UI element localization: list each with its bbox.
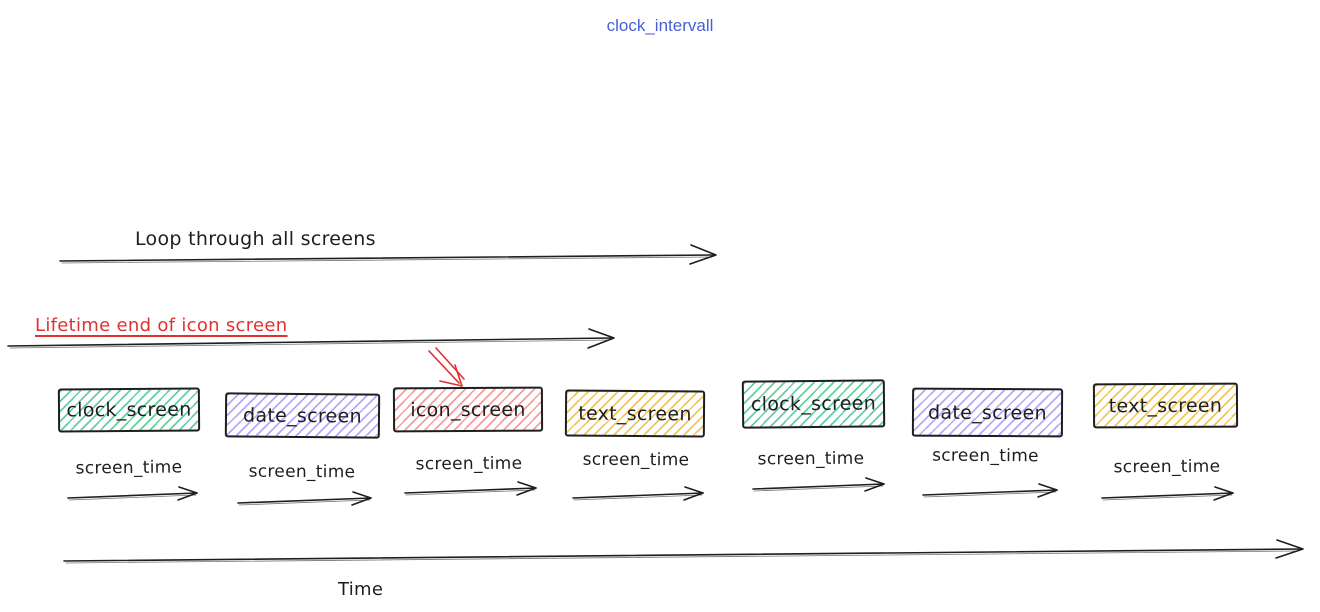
screen-box-label: icon_screen [410,398,526,421]
screen-time-arrow[interactable] [922,483,1058,498]
diagram-title: clock_intervall [606,16,714,35]
screen-time-arrow[interactable] [752,477,885,492]
screen-time-arrow[interactable] [1101,486,1234,501]
screen-box-clock-screen-2[interactable]: clock_screen [741,379,886,429]
screen-box-label: date_screen [928,401,1047,424]
screen-box-text-screen-2[interactable]: text_screen [1092,382,1239,429]
screen-time-arrow[interactable] [67,486,198,501]
screen-box-clock-screen-1[interactable]: clock_screen [57,387,201,433]
loop-arrow-label: Loop through all screens [135,228,376,250]
icon-screen-pointer-arrow[interactable] [428,347,465,387]
screen-box-label: clock_screen [66,398,192,422]
lifetime-end-arrow[interactable] [7,328,615,349]
lifetime-arrow-label: Lifetime end of icon screen [35,315,288,336]
screen-box-date-screen-2[interactable]: date_screen [911,387,1064,438]
screen-time-label: screen_time [415,453,523,475]
screen-time-label: screen_time [932,445,1039,467]
screen-time-arrow[interactable] [572,486,704,501]
screen-box-label: clock_screen [750,392,877,416]
screen-box-text-screen-1[interactable]: text_screen [564,389,706,438]
screen-time-label: screen_time [757,448,865,470]
screen-box-label: text_screen [578,402,692,425]
screen-box-label: date_screen [243,403,362,428]
screen-box-label: text_screen [1108,394,1223,417]
time-axis-label: Time [338,579,384,600]
time-axis-arrow[interactable] [63,539,1304,564]
screen-time-arrow[interactable] [404,481,537,496]
screen-time-label: screen_time [75,457,183,479]
screen-time-label: screen_time [582,449,690,471]
screen-box-date-screen-1[interactable]: date_screen [224,392,381,439]
loop-arrow[interactable] [59,244,717,265]
screen-time-label: screen_time [1113,456,1221,478]
screen-time-arrow[interactable] [237,491,372,506]
screen-time-label: screen_time [248,461,356,483]
screen-box-icon-screen[interactable]: icon_screen [392,386,544,433]
